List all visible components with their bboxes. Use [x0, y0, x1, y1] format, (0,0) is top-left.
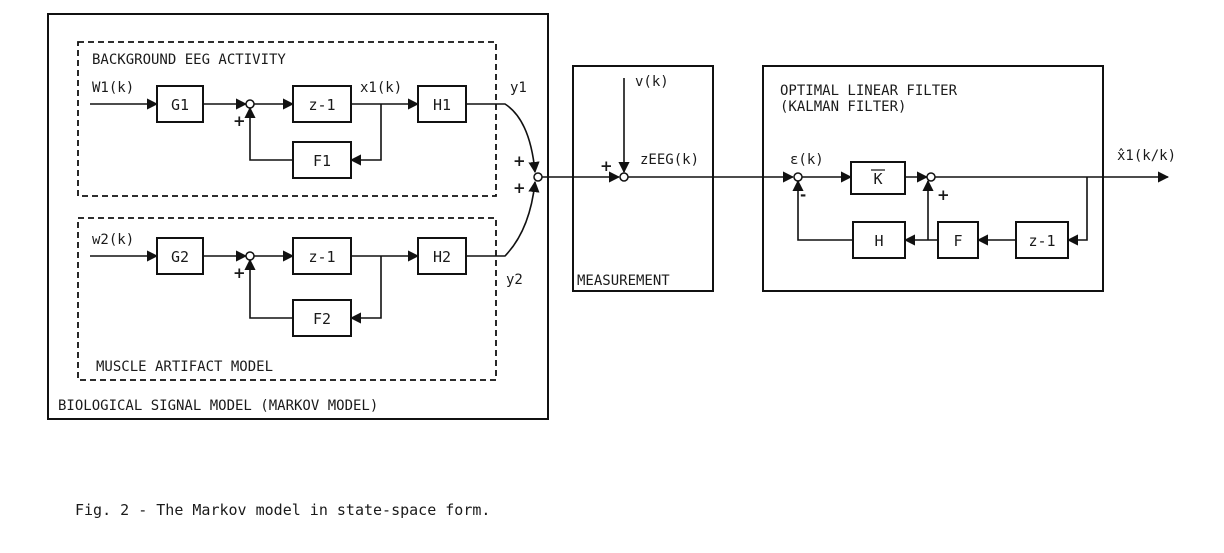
delay2-block [292, 237, 352, 275]
update-sum-junction [926, 172, 936, 182]
muscle-input-label: w2(k) [92, 232, 134, 248]
g2-label: G2 [171, 248, 189, 266]
eeg-input-label: W1(k) [92, 80, 134, 96]
h2-block [417, 237, 467, 275]
eeg-subsystem-title: BACKGROUND EEG ACTIVITY [92, 52, 286, 68]
measurement-box [572, 65, 714, 292]
zeeg-label: zEEG(k) [640, 152, 699, 168]
kalman-filter-box [762, 65, 1104, 292]
h1-label: H1 [433, 96, 451, 114]
delay2-label: z-1 [308, 248, 335, 266]
estimate-label: x̂1(k/k) [1117, 148, 1176, 164]
f1-feedback-in [349, 104, 382, 166]
g1-label: G1 [171, 96, 189, 114]
measurement-sum-plus: + [600, 157, 613, 175]
innovation-minus: - [800, 186, 806, 204]
h-to-innovation-arrow [792, 179, 853, 241]
kalman-gain-label: K [873, 170, 882, 188]
transition-f-label: F [953, 232, 962, 250]
innovation-sum-junction [793, 172, 803, 182]
y1-path [466, 103, 540, 174]
delay1-label: z-1 [308, 96, 335, 114]
eeg-subsystem-box [77, 41, 497, 197]
muscle-sum-plus: + [233, 264, 246, 282]
f1-label: F1 [313, 152, 331, 170]
update-sum-plus: + [937, 186, 950, 204]
g2-block [156, 237, 204, 275]
output-sum-junction [533, 172, 543, 182]
innovation-label: ε(k) [790, 152, 824, 168]
f1-feedback-out [244, 106, 293, 161]
transition-f-block [937, 221, 979, 259]
observation-h-label: H [874, 232, 883, 250]
eeg-sum-plus: + [233, 112, 246, 130]
measurement-sum-junction [619, 172, 629, 182]
y1-label: y1 [510, 80, 527, 96]
filter-delay-label: z-1 [1028, 232, 1055, 250]
f2-feedback-in [349, 256, 382, 324]
figure-caption: Fig. 2 - The Markov model in state-space… [75, 501, 490, 519]
output-sum-plus-bottom: + [513, 179, 526, 197]
filter-title-line1: OPTIMAL LINEAR FILTER [780, 83, 958, 99]
h2-label: H2 [433, 248, 451, 266]
biological-model-title: BIOLOGICAL SIGNAL MODEL (MARKOV MODEL) [58, 398, 378, 414]
filter-title-line2: (KALMAN FILTER) [780, 99, 906, 115]
y2-path [466, 180, 540, 257]
muscle-sum-junction [245, 251, 255, 261]
eeg-sum-junction [245, 99, 255, 109]
biological-signal-model-box [47, 13, 549, 420]
observation-h-block [852, 221, 906, 259]
noise-v-label: v(k) [635, 74, 669, 90]
kalman-gain-block [850, 161, 906, 195]
state-x1-label: x1(k) [360, 80, 402, 96]
f1-block [292, 141, 352, 179]
filter-delay-block [1015, 221, 1069, 259]
muscle-subsystem-title: MUSCLE ARTIFACT MODEL [96, 359, 273, 375]
f2-feedback-out [244, 258, 293, 319]
y2-label: y2 [506, 272, 523, 288]
g1-block [156, 85, 204, 123]
measurement-title: MEASUREMENT [577, 273, 670, 289]
output-sum-plus-top: + [513, 152, 526, 170]
f2-label: F2 [313, 310, 331, 328]
output-to-delay-arrow [1066, 177, 1088, 246]
